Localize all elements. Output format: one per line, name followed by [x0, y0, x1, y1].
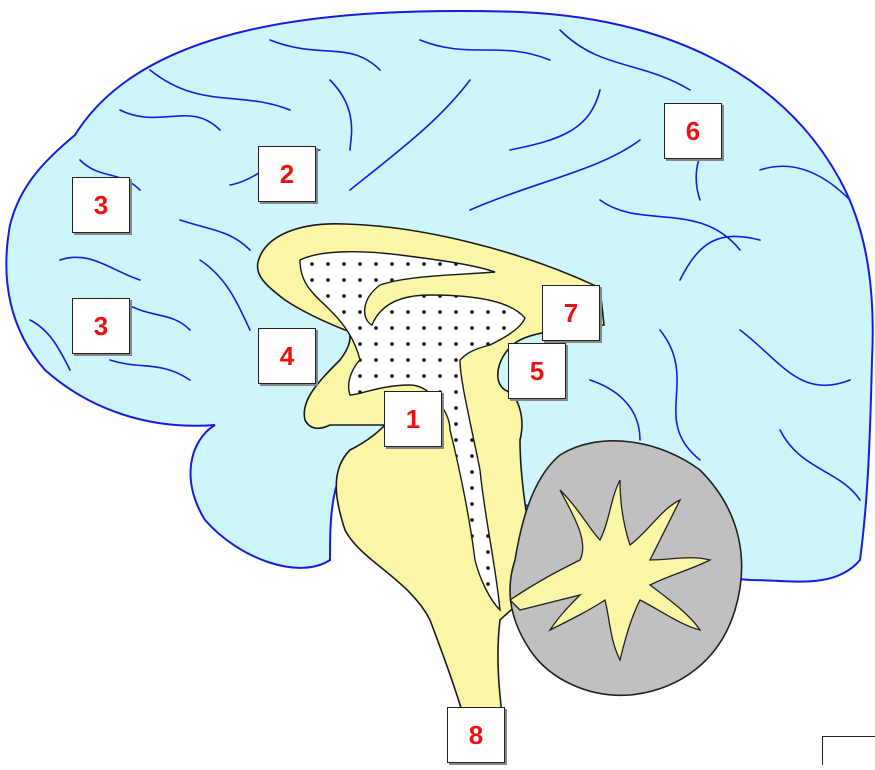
label-2-text: 2	[280, 159, 294, 190]
cerebellum	[510, 441, 742, 695]
label-3-lower-text: 3	[94, 311, 108, 342]
label-box-3-lower: 3	[72, 298, 130, 354]
partial-box	[822, 736, 875, 765]
label-box-8: 8	[447, 707, 505, 763]
label-4-text: 4	[280, 341, 294, 372]
label-box-1: 1	[384, 391, 442, 447]
label-1-text: 1	[406, 404, 420, 435]
label-6-text: 6	[686, 116, 700, 147]
label-8-text: 8	[469, 720, 483, 751]
label-box-5: 5	[508, 343, 566, 399]
label-7-text: 7	[564, 298, 578, 329]
label-box-4: 4	[258, 328, 316, 384]
label-3-upper-text: 3	[94, 190, 108, 221]
label-5-text: 5	[530, 356, 544, 387]
label-box-3-upper: 3	[72, 177, 130, 233]
label-box-2: 2	[258, 146, 316, 202]
label-box-6: 6	[664, 103, 722, 159]
label-box-7: 7	[542, 285, 600, 341]
